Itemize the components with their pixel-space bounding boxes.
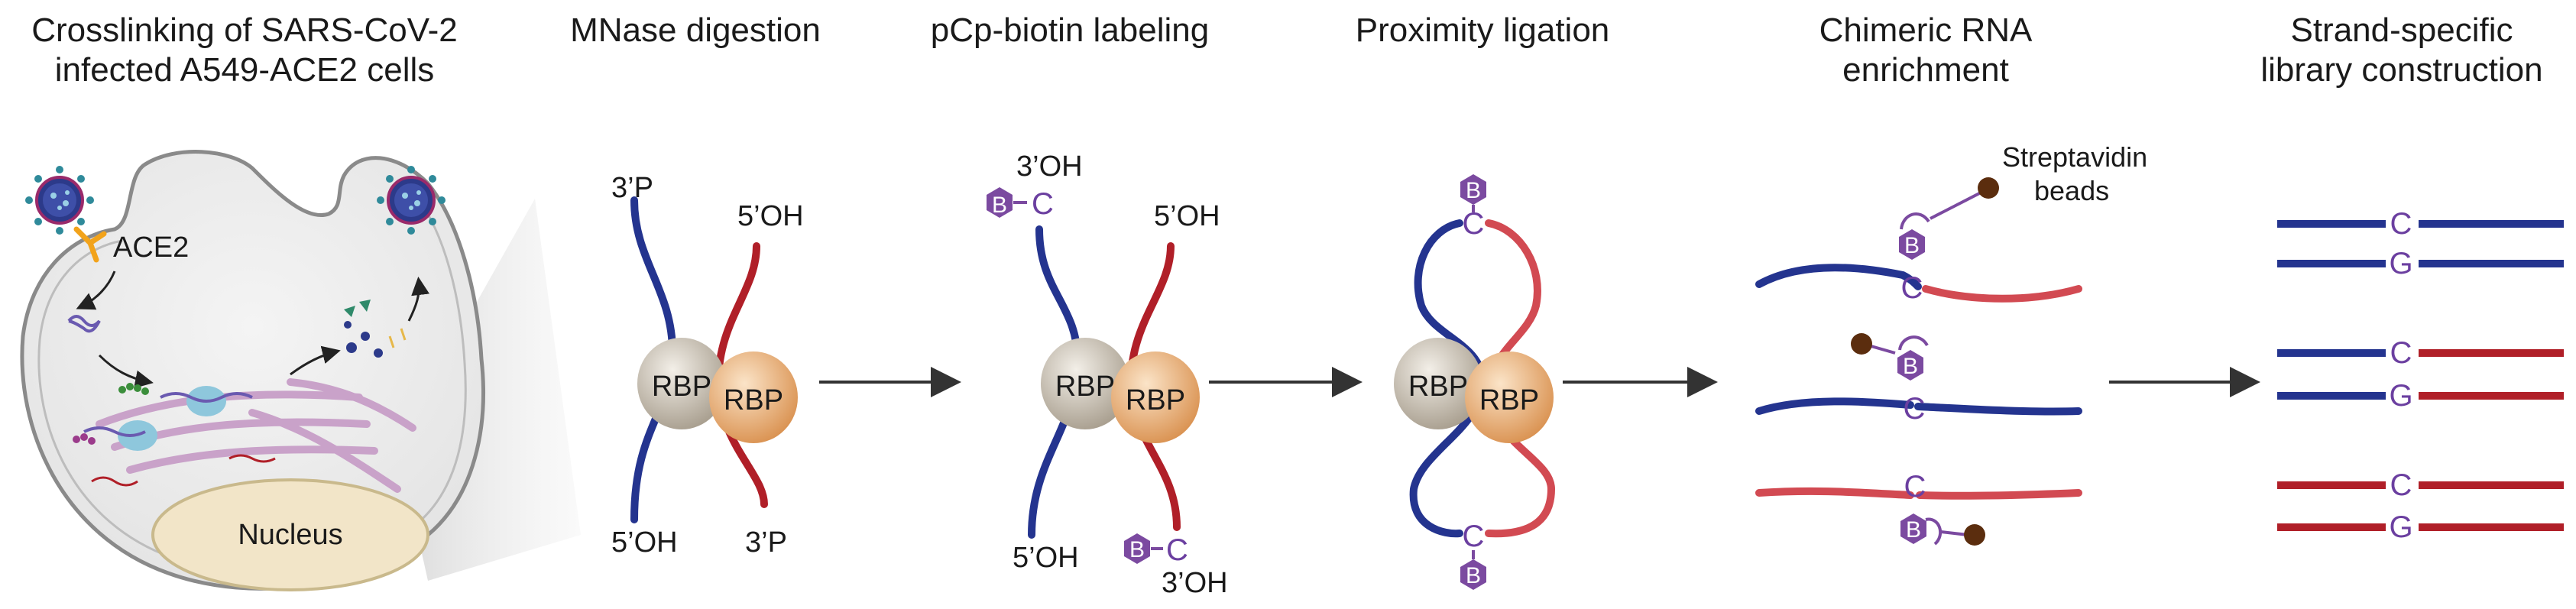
end-label-5oh: 5’OH <box>1154 200 1220 232</box>
cytidine-label: C <box>2390 207 2412 241</box>
beads-label-line1: Streptavidin <box>2002 141 2147 173</box>
biotin-letter: B <box>1466 563 1481 588</box>
step-title-line2: enrichment <box>1842 51 2009 89</box>
rbp-label: RBP <box>1479 384 1539 416</box>
ace2-label: ACE2 <box>113 232 189 264</box>
cytidine-label: C <box>1463 520 1485 553</box>
ribosomes <box>73 383 276 487</box>
streptavidin-bead <box>1978 177 1999 199</box>
biotin-letter: B <box>1129 537 1145 562</box>
streptavidin-bead <box>1964 524 1985 546</box>
cytidine-label: C <box>1904 470 1926 504</box>
proximity-ligation-panel: RBP RBP B C C B <box>1394 174 1556 590</box>
guanosine-label: G <box>2389 379 2412 413</box>
virion-entering <box>24 164 96 236</box>
end-label-3p: 3’P <box>611 172 653 204</box>
step-title-crosslinking: Crosslinking of SARS-CoV-2 infected A549… <box>0 11 489 90</box>
step-title-line1: Crosslinking of SARS-CoV-2 <box>31 11 458 49</box>
step-title-line1: Chimeric RNA <box>1819 11 2033 49</box>
rbp-label: RBP <box>1055 371 1115 403</box>
step-title-line2: infected A549-ACE2 cells <box>54 51 435 89</box>
step-title-library-construction: Strand-specific library construction <box>2228 11 2576 90</box>
pcp-biotin-panel: RBP RBP B C 3’OH 5’OH 5’OH B C 3’OH <box>987 151 1228 599</box>
cell-membrane <box>20 150 485 591</box>
step-title-mnase: MNase digestion <box>535 11 856 50</box>
end-label-5oh: 5’OH <box>611 526 678 559</box>
cytidine-label: C <box>1904 392 1926 426</box>
rbp-label: RBP <box>652 371 711 403</box>
step-title-line1: Proximity ligation <box>1355 11 1610 49</box>
mnase-panel: RBP RBP 3’P 5’OH 5’OH 3’P <box>611 172 804 559</box>
end-label-5oh: 5’OH <box>1013 542 1079 574</box>
rbp-label: RBP <box>1408 371 1468 403</box>
end-label-3p: 3’P <box>745 526 787 559</box>
ace2-receptor <box>73 226 107 263</box>
biotin-letter: B <box>1904 233 1920 258</box>
infected-cell-panel: Nucleus ACE2 <box>20 150 581 591</box>
chimeric-enrichment-panel: C B Streptavidin beads C B C B <box>1755 141 2147 546</box>
cytidine-label: C <box>1901 271 1923 305</box>
cytidine-label: C <box>1032 187 1054 221</box>
step-title-line2: library construction <box>2260 51 2543 89</box>
step-title-line1: MNase digestion <box>570 11 821 49</box>
biotin-letter: B <box>1906 517 1921 543</box>
rbp-label: RBP <box>1126 384 1185 416</box>
streptavidin-bead <box>1851 333 1872 355</box>
step-title-chimeric-enrichment: Chimeric RNA enrichment <box>1750 11 2101 90</box>
biotin-letter: B <box>992 193 1007 218</box>
end-label-5oh: 5’OH <box>737 200 804 232</box>
step-title-pcp-biotin: pCp-biotin labeling <box>879 11 1261 50</box>
guanosine-label: G <box>2389 247 2412 280</box>
cytidine-label: C <box>2390 336 2412 370</box>
biotin-letter: B <box>1903 354 1918 379</box>
guanosine-label: G <box>2389 510 2412 544</box>
step-title-proximity-ligation: Proximity ligation <box>1314 11 1651 50</box>
rbp-grey <box>637 338 726 429</box>
cytidine-label: C <box>2390 468 2412 502</box>
step-title-line1: pCp-biotin labeling <box>930 11 1210 49</box>
nucleus <box>151 478 429 591</box>
end-label-3oh: 3’OH <box>1016 151 1083 183</box>
end-label-3oh: 3’OH <box>1162 567 1228 599</box>
cytidine-label: C <box>1463 207 1485 241</box>
beads-label-line2: beads <box>2034 175 2109 206</box>
step-title-line1: Strand-specific <box>2290 11 2513 49</box>
library-panel: C G C G C G <box>2277 207 2564 544</box>
rbp-label: RBP <box>724 384 783 416</box>
cytidine-label: C <box>1166 533 1188 567</box>
virion-exiting <box>375 164 447 236</box>
biotin-letter: B <box>1466 178 1481 203</box>
nucleus-label: Nucleus <box>238 519 342 551</box>
rbp-orange <box>709 351 798 443</box>
